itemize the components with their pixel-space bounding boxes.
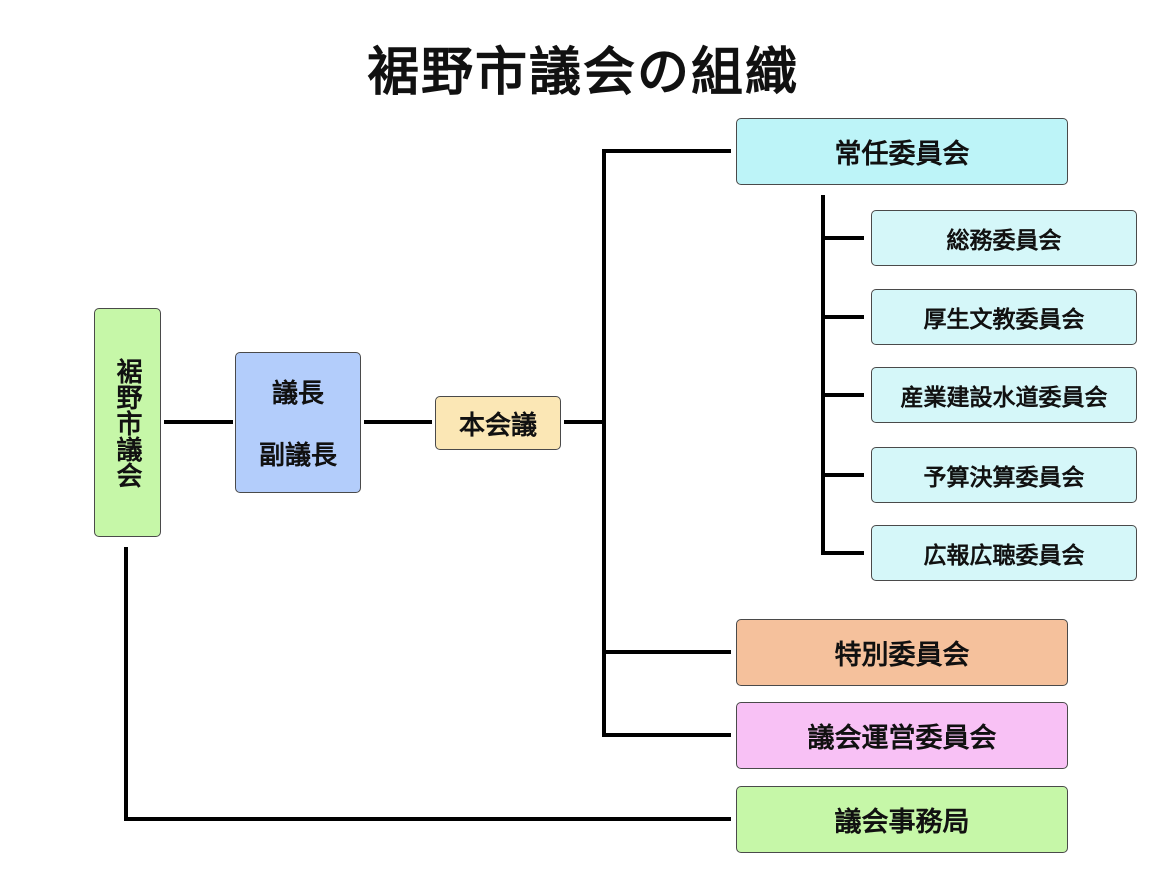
standing-subcommittee-box: 厚生文教委員会 [871,289,1137,345]
steering-committee-box: 議会運営委員会 [736,702,1068,769]
subcommittee-label: 厚生文教委員会 [923,307,1085,333]
special-committee-label: 特別委員会 [834,640,970,671]
vice-chair-label: 副議長 [258,440,337,471]
council-label: 裾野市議会 [112,357,142,488]
standing-subcommittee-box: 総務委員会 [871,210,1137,266]
plenary-label: 本会議 [458,410,537,441]
subcommittee-label: 産業建設水道委員会 [900,385,1108,411]
secretariat-label: 議会事務局 [834,807,970,838]
page-title: 裾野市議会の組織 [366,43,799,103]
special-committee-box: 特別委員会 [736,619,1068,686]
council-box: 裾野市議会 [94,308,161,537]
subcommittee-label: 総務委員会 [946,228,1062,254]
plenary-box: 本会議 [435,396,561,450]
subcommittee-label: 予算決算委員会 [923,465,1085,491]
leadership-box: 議長 副議長 [235,352,361,493]
standing-committee-box: 常任委員会 [736,118,1068,185]
subcommittee-label: 広報広聴委員会 [923,543,1085,569]
steering-committee-label: 議会運営委員会 [807,723,997,754]
standing-committee-label: 常任委員会 [834,139,970,170]
chair-label: 議長 [271,379,324,410]
standing-subcommittee-box: 予算決算委員会 [871,447,1137,503]
standing-subcommittee-box: 産業建設水道委員会 [871,367,1137,423]
secretariat-box: 議会事務局 [736,786,1068,853]
standing-subcommittee-box: 広報広聴委員会 [871,525,1137,581]
